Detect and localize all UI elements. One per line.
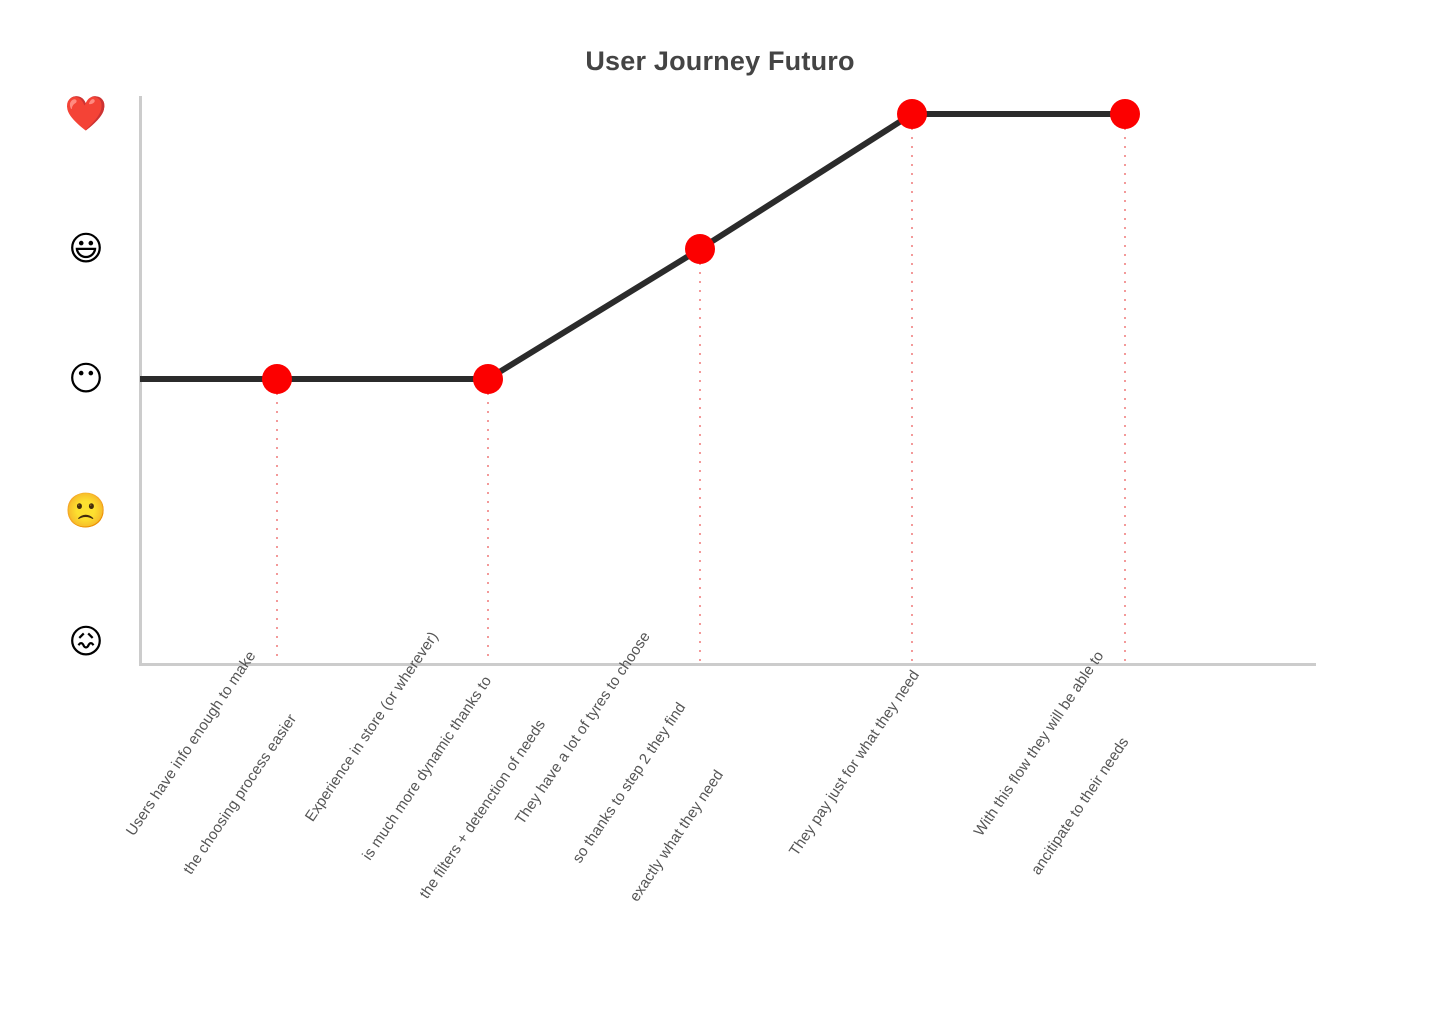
data-markers-group (262, 99, 1140, 394)
y-tick-confounded-face-emoji: 😖 (68, 622, 104, 662)
y-tick-grinning-face-emoji: 😃 (68, 229, 104, 269)
data-point-3[interactable] (685, 234, 715, 264)
journey-line (140, 111, 1125, 382)
data-point-1[interactable] (262, 364, 292, 394)
page-title: User Journey Futuro (585, 46, 855, 76)
y-tick-heart-emoji: ❤️ (64, 94, 108, 134)
x-axis-line (139, 663, 1316, 666)
data-point-4[interactable] (897, 99, 927, 129)
data-point-5[interactable] (1110, 99, 1140, 129)
y-tick-slightly-frowning-face-emoji: 🙁 (64, 491, 108, 531)
y-tick-face-without-mouth-emoji: 😶 (68, 359, 104, 399)
droplines-group (276, 128, 1126, 663)
data-point-2[interactable] (473, 364, 503, 394)
